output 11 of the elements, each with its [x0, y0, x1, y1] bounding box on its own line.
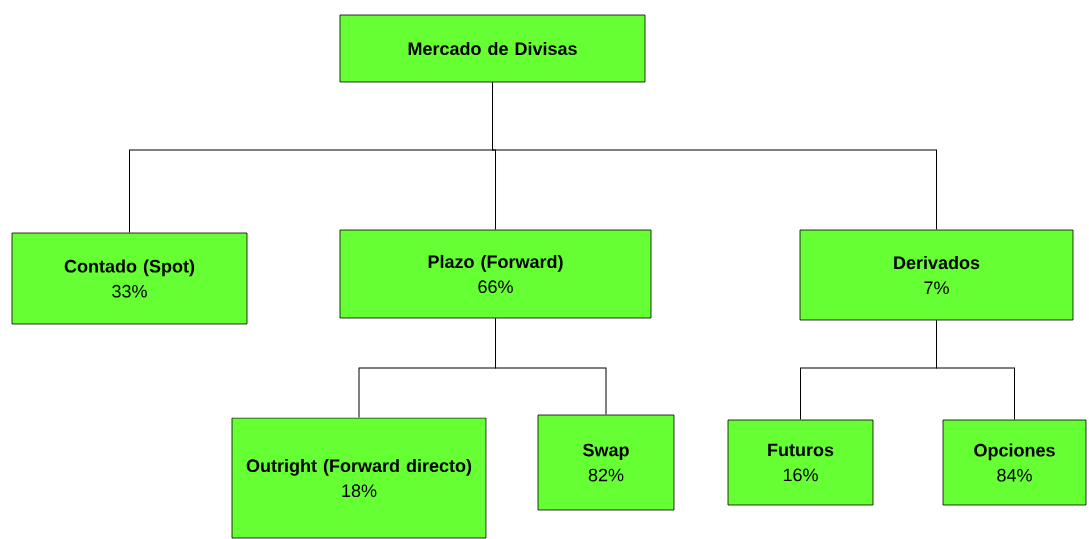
- process-box: Contado (Spot) 33%: [11, 232, 248, 325]
- process-box: Futuros 16%: [727, 419, 874, 506]
- process-box: Mercado de Divisas: [339, 14, 646, 83]
- connector-line: [936, 319, 1015, 421]
- connector-line: [492, 81, 937, 231]
- connector-line: [495, 317, 607, 416]
- process-box: Swap 82%: [537, 414, 675, 511]
- process-box: Derivados 7%: [799, 229, 1074, 321]
- process-box: Plazo (Forward) 66%: [339, 229, 652, 319]
- process-box: Opciones 84%: [942, 419, 1087, 506]
- process-box: Outright (Forward directo) 18%: [231, 417, 487, 539]
